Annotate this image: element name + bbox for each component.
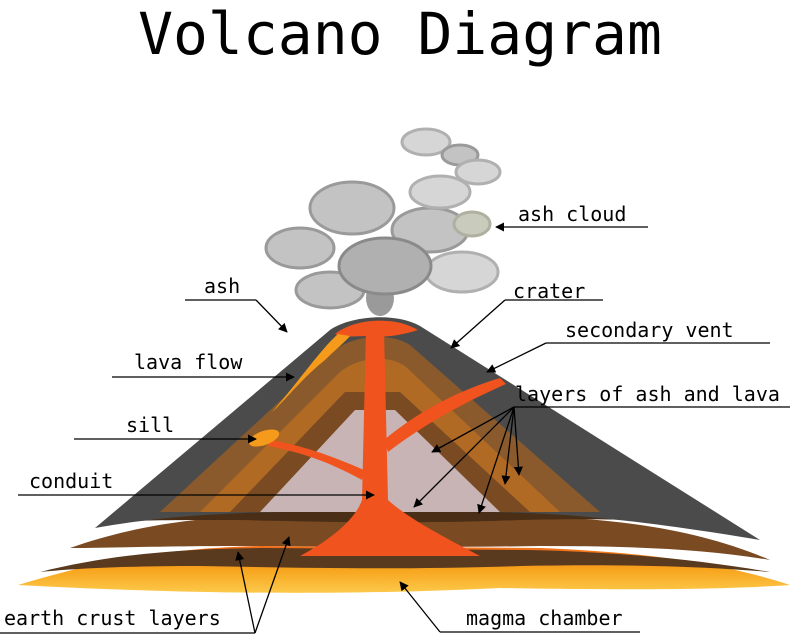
leader-lines: [0, 222, 790, 634]
page-title: Volcano Diagram: [138, 0, 662, 68]
crust-layer-lower: [40, 548, 770, 572]
lava-flow-shape: [272, 334, 350, 412]
ash-arrow: [255, 299, 288, 333]
magma-chamber-arrow: [399, 581, 441, 633]
sill-branch: [268, 440, 364, 480]
secondary-vent-branch: [384, 378, 506, 452]
earth-crust-arrow-2: [254, 536, 291, 634]
earth-crust-arrow-1: [235, 551, 256, 634]
label-ash-cloud: ash cloud: [518, 202, 626, 226]
crater-lava: [335, 320, 418, 337]
label-layers: layers of ash and lava: [515, 382, 780, 406]
layers-arrow-4: [501, 406, 515, 485]
volcano-illustration: [18, 317, 790, 593]
ash-cloud-illustration: [264, 127, 502, 316]
label-ash: ash: [204, 274, 240, 298]
label-lava-flow: lava flow: [134, 350, 243, 374]
layers-arrow-2: [413, 406, 515, 508]
labels: ash cloud ash crater secondary vent lava…: [4, 202, 780, 630]
label-crater: crater: [513, 279, 585, 303]
label-sill: sill: [126, 413, 174, 437]
secondary-vent-arrow: [486, 342, 547, 373]
crater-arrow: [450, 299, 506, 349]
layers-arrow-1: [431, 406, 515, 453]
label-magma-chamber: magma chamber: [466, 606, 623, 630]
label-earth-crust-layers: earth crust layers: [4, 606, 221, 630]
layers-arrow-3: [477, 406, 515, 514]
conduit-shape: [300, 330, 480, 556]
layers-arrow-5: [513, 406, 523, 476]
label-secondary-vent: secondary vent: [565, 318, 734, 342]
label-conduit: conduit: [29, 469, 113, 493]
